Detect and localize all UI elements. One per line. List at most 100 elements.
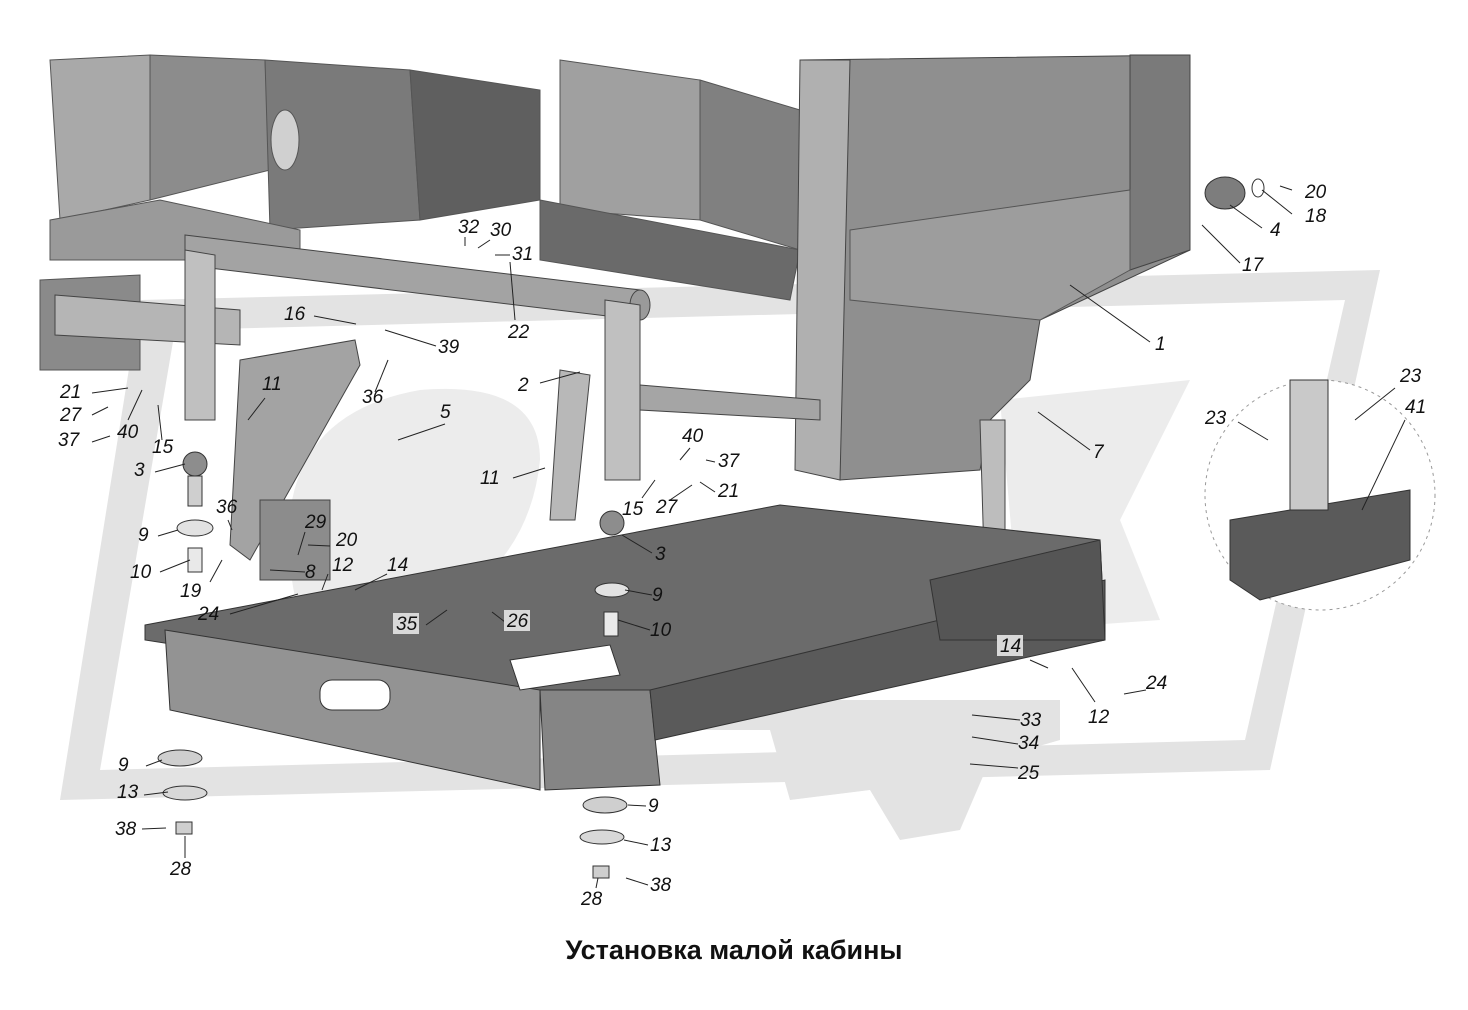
callout-p5: 5	[397, 402, 451, 441]
part-number-label: 28	[580, 889, 603, 910]
leader-line	[621, 534, 653, 554]
leader-line	[157, 529, 179, 537]
leader-line	[91, 406, 109, 416]
detail-magnifier	[1204, 379, 1436, 611]
part-number-label: 29	[304, 512, 327, 533]
leader-line	[425, 609, 448, 626]
callout-p32: 32	[458, 217, 480, 246]
part-number-label: 10	[130, 562, 152, 583]
part-number-label: 9	[138, 525, 149, 546]
part-number-label: 34	[1018, 733, 1039, 754]
callout-p22: 22	[507, 261, 530, 343]
part-number-label: 39	[438, 337, 460, 358]
leader-line	[705, 459, 716, 463]
leader-line	[321, 573, 329, 591]
callout-p31: 31	[495, 244, 533, 265]
leader-line	[1069, 284, 1151, 343]
callout-p9a: 9	[138, 525, 179, 546]
leader-line	[1201, 224, 1241, 264]
part-number-label: 31	[512, 244, 533, 265]
leader-line	[669, 484, 693, 501]
leader-line	[1029, 659, 1049, 669]
leader-line	[1071, 667, 1096, 703]
leader-line	[627, 804, 647, 807]
part-number-label: 13	[117, 782, 139, 803]
part-number-label: 23	[1204, 408, 1227, 429]
part-number-label: 25	[1017, 763, 1040, 784]
leader-line	[512, 467, 546, 479]
callout-p16: 16	[284, 304, 357, 325]
callout-p24a: 24	[197, 593, 299, 625]
part-number-label: 28	[169, 859, 192, 880]
part-number-label: 11	[262, 374, 282, 395]
part-number-label: 24	[197, 604, 219, 625]
callout-p3a: 3	[134, 460, 186, 481]
leader-line	[1261, 189, 1293, 215]
leader-line	[539, 371, 581, 384]
leader-line	[127, 389, 143, 421]
leader-line	[477, 239, 491, 249]
callout-p37a: 37	[58, 430, 111, 451]
callout-p28b: 28	[580, 877, 603, 910]
callout-p27a: 27	[59, 405, 109, 426]
callout-p14b: 14	[997, 635, 1049, 669]
leader-line	[491, 611, 506, 623]
callout-p24b: 24	[1123, 673, 1167, 695]
leader-line	[1229, 204, 1263, 229]
part-number-label: 36	[362, 387, 384, 408]
callout-p1: 1	[1069, 284, 1166, 355]
callout-p14a: 14	[354, 555, 408, 591]
callout-p20b: 20	[307, 530, 358, 551]
loose-parts	[157, 176, 1265, 879]
callout-highlight	[504, 610, 530, 631]
part-number-label: 30	[490, 220, 512, 241]
callout-p9c: 9	[118, 755, 163, 776]
part-number-label: 3	[655, 544, 666, 565]
diagram-caption: Установка малой кабины	[565, 935, 903, 965]
part-number-label: 23	[1399, 366, 1422, 387]
part-number-label: 2	[517, 375, 529, 396]
subframe	[144, 504, 1106, 791]
callout-p12a: 12	[321, 555, 354, 591]
callout-p36a: 36	[362, 359, 389, 408]
callout-p37b: 37	[705, 451, 741, 472]
callout-p23b: 23	[1354, 366, 1422, 421]
callout-highlight	[997, 635, 1023, 656]
leader-line	[209, 559, 223, 583]
part-number-label: 16	[284, 304, 306, 325]
part-number-label: 36	[216, 497, 238, 518]
callout-p40b: 40	[679, 426, 704, 461]
part-number-label: 8	[305, 562, 316, 583]
leader-line	[969, 763, 1019, 769]
part-number-label: 20	[335, 530, 358, 551]
callout-p29: 29	[297, 512, 327, 556]
callout-p28a: 28	[169, 836, 192, 880]
leader-line	[227, 519, 233, 531]
callout-p13b: 13	[623, 835, 672, 856]
callout-p7: 7	[1037, 411, 1105, 463]
leader-line	[971, 714, 1021, 721]
leader-line	[313, 315, 357, 325]
callout-p13a: 13	[117, 782, 169, 803]
part-number-label: 37	[58, 430, 81, 451]
callout-p15b: 15	[622, 479, 656, 520]
part-number-label: 32	[458, 217, 480, 238]
part-number-label: 12	[332, 555, 354, 576]
callout-p21a: 21	[59, 382, 129, 403]
part-number-label: 35	[396, 614, 418, 635]
callout-p18: 18	[1261, 189, 1327, 227]
callout-p40a: 40	[117, 389, 143, 443]
leader-line	[1354, 387, 1396, 421]
callout-p33: 33	[971, 710, 1042, 731]
callout-p10b: 10	[617, 619, 672, 641]
part-number-label: 27	[655, 497, 679, 518]
part-number-label: 12	[1088, 707, 1110, 728]
leader-line	[269, 569, 306, 573]
callout-p4: 4	[1229, 204, 1281, 241]
part-number-label: 9	[648, 796, 659, 817]
leader-line	[384, 329, 437, 347]
leader-line	[624, 589, 653, 596]
part-number-label: 5	[440, 402, 451, 423]
callout-p3b: 3	[621, 534, 666, 565]
